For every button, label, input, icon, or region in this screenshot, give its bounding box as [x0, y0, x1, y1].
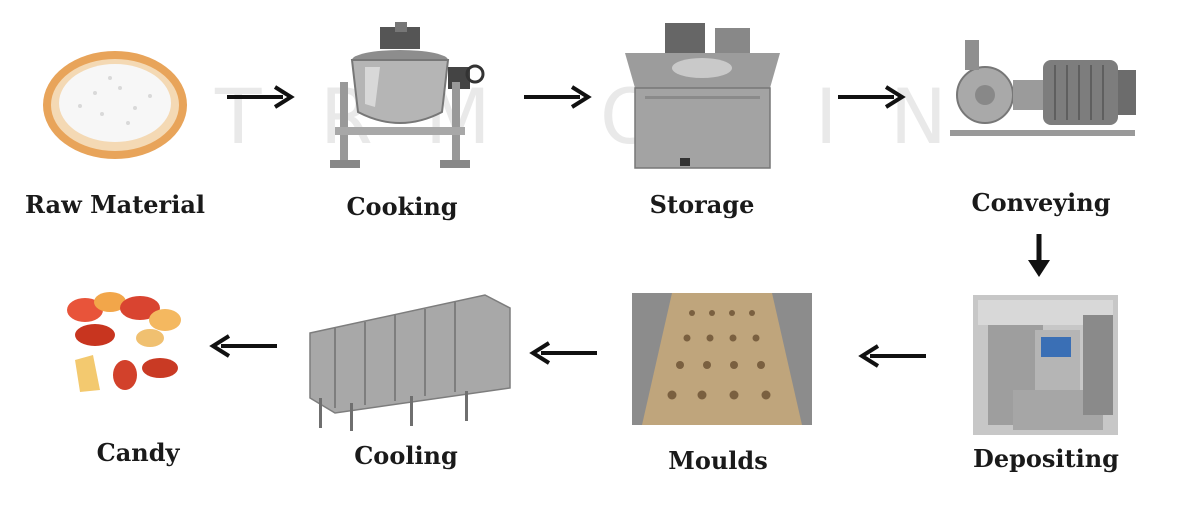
- arrow-left-icon: [858, 344, 926, 368]
- arrow-down-icon: [1028, 234, 1050, 277]
- step-label-cooling: Cooling: [354, 441, 458, 470]
- arrow-left-icon: [209, 334, 277, 358]
- arrow-right-icon: [227, 85, 295, 109]
- step-label-depositing: Depositing: [973, 444, 1119, 473]
- arrow-right-icon: [524, 85, 592, 109]
- step-label-cooking: Cooking: [346, 192, 458, 221]
- step-label-candy: Candy: [96, 438, 180, 467]
- candy-icon: [67, 292, 181, 392]
- watermark-letter-i: I: [815, 72, 842, 161]
- watermark-letter-n: N: [890, 72, 951, 161]
- step-label-raw-material: Raw Material: [25, 190, 205, 219]
- cooking-kettle-icon: [330, 22, 485, 168]
- step-label-storage: Storage: [649, 190, 755, 219]
- moulds-tray-icon: [632, 293, 812, 425]
- step-label-conveying: Conveying: [971, 188, 1111, 217]
- cooling-tunnel-icon: [309, 294, 511, 431]
- conveying-pump-icon: [950, 40, 1136, 136]
- watermark-letter-t: T: [215, 72, 266, 161]
- arrow-right-icon: [838, 85, 906, 109]
- storage-tank-icon: [625, 23, 780, 169]
- depositing-machine-icon: [973, 295, 1118, 435]
- raw-material-icon: [43, 51, 187, 159]
- step-label-moulds: Moulds: [668, 446, 768, 475]
- arrow-left-icon: [529, 341, 597, 365]
